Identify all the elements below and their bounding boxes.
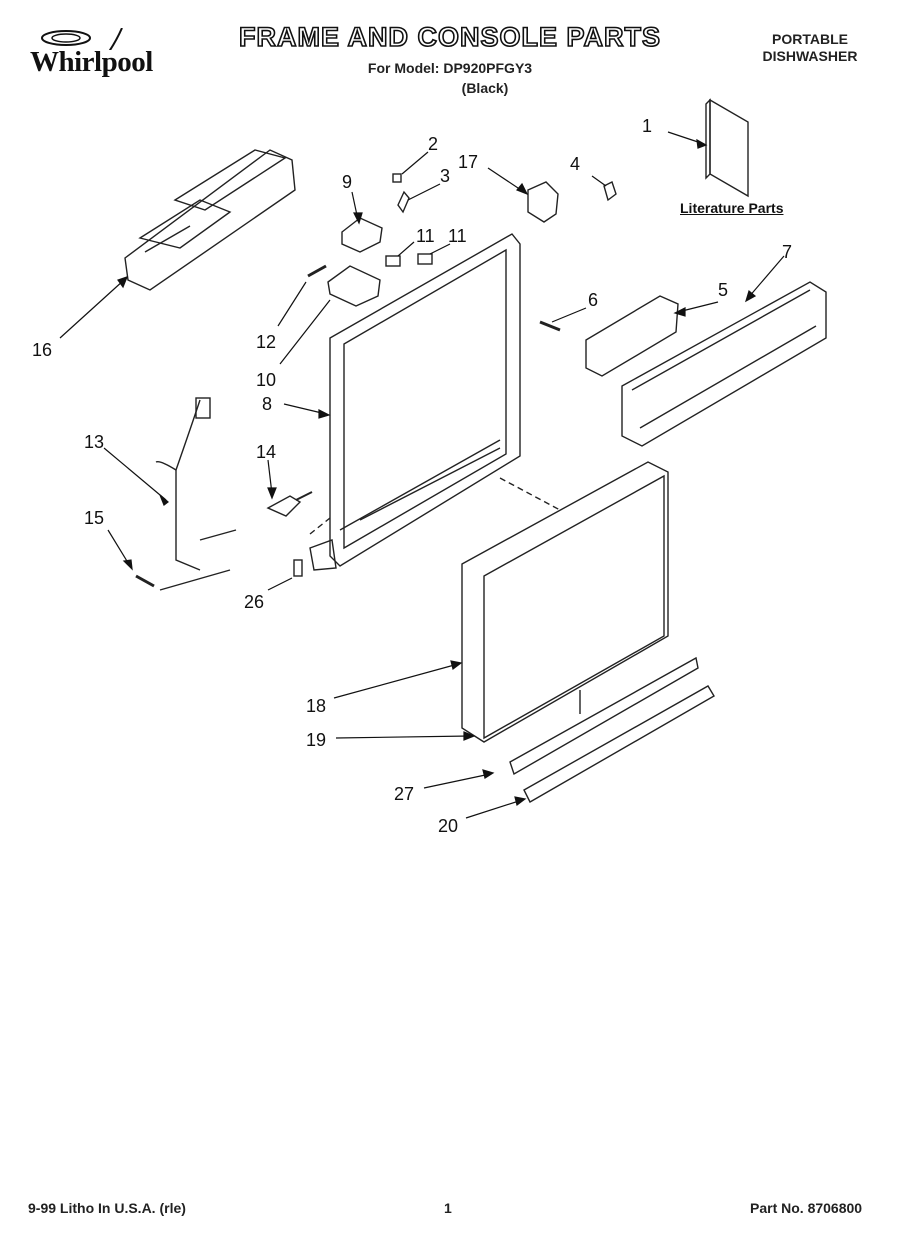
- part-17-switch: [527, 181, 559, 223]
- part-12-pin: [307, 264, 327, 278]
- callout-20: 20: [438, 816, 458, 836]
- part-3-clip: [397, 190, 410, 214]
- callout-11b: 11: [448, 226, 467, 246]
- callout-18: 18: [306, 696, 326, 716]
- footer-litho: 9-99 Litho In U.S.A. (rle): [28, 1200, 186, 1216]
- part-14-switch: [266, 495, 302, 517]
- part-11-clip-b: [417, 253, 433, 265]
- part-9-switch: [341, 217, 383, 253]
- part-20-trim: [523, 685, 715, 803]
- page-title: FRAME AND CONSOLE PARTS: [238, 21, 661, 53]
- callout-3: 3: [440, 166, 450, 186]
- callout-8: 8: [262, 394, 272, 414]
- callout-7: 7: [782, 242, 792, 262]
- callout-14: 14: [256, 442, 276, 462]
- model-line: For Model: DP920PFGY3: [367, 60, 533, 76]
- part-2-clip: [392, 173, 402, 183]
- logo-swirl-icon: [41, 28, 123, 50]
- part-11-clip-a: [385, 255, 401, 267]
- part-4-clip: [603, 181, 617, 202]
- part-1-literature: [705, 98, 749, 198]
- callout-9: 9: [342, 172, 352, 192]
- callout-16: 16: [32, 340, 52, 360]
- callout-1: 1: [642, 116, 652, 136]
- product-line-2: DISHWASHER: [762, 48, 858, 64]
- callout-10: 10: [256, 370, 276, 390]
- brand-logo: Whirlpool: [26, 28, 186, 88]
- callout-26: 26: [244, 592, 264, 612]
- color-line: (Black): [461, 80, 509, 96]
- leader-lines: [59, 131, 785, 819]
- callout-2: 2: [428, 134, 438, 154]
- product-type: PORTABLE DISHWASHER: [740, 31, 880, 65]
- brand-name: Whirlpool: [30, 46, 153, 78]
- callout-12: 12: [256, 332, 276, 352]
- callout-15: 15: [84, 508, 104, 528]
- part-6-screw: [539, 320, 561, 332]
- callout-4: 4: [570, 154, 580, 174]
- product-line-1: PORTABLE: [772, 31, 848, 47]
- part-10-bracket: [327, 265, 381, 307]
- callout-11a: 11: [416, 226, 435, 246]
- part-26-spacer: [293, 559, 303, 577]
- callout-13: 13: [84, 432, 104, 452]
- part-7-console: [621, 281, 827, 447]
- callout-19: 19: [306, 730, 326, 750]
- part-5-control-panel: [585, 295, 679, 377]
- page-number: 1: [444, 1200, 452, 1216]
- part-15-screw: [135, 574, 155, 588]
- hinge-bracket: [309, 539, 337, 571]
- part-27-trim: [509, 656, 699, 776]
- part-16-bracket: [124, 149, 296, 291]
- callout-labels: 1 2 3 4 17 9 11 11 16 12 10 6 5 7 8 13 1…: [32, 116, 792, 836]
- callout-5: 5: [718, 280, 728, 300]
- part-13-wire-harness: [155, 397, 237, 571]
- part-18-19-door-panel: [461, 461, 669, 743]
- callout-27: 27: [394, 784, 414, 804]
- literature-parts-label: Literature Parts: [680, 200, 784, 216]
- part-number: Part No. 8706800: [750, 1200, 863, 1216]
- part-8-door-frame: [329, 233, 521, 567]
- callout-17: 17: [458, 152, 478, 172]
- callout-6: 6: [588, 290, 598, 310]
